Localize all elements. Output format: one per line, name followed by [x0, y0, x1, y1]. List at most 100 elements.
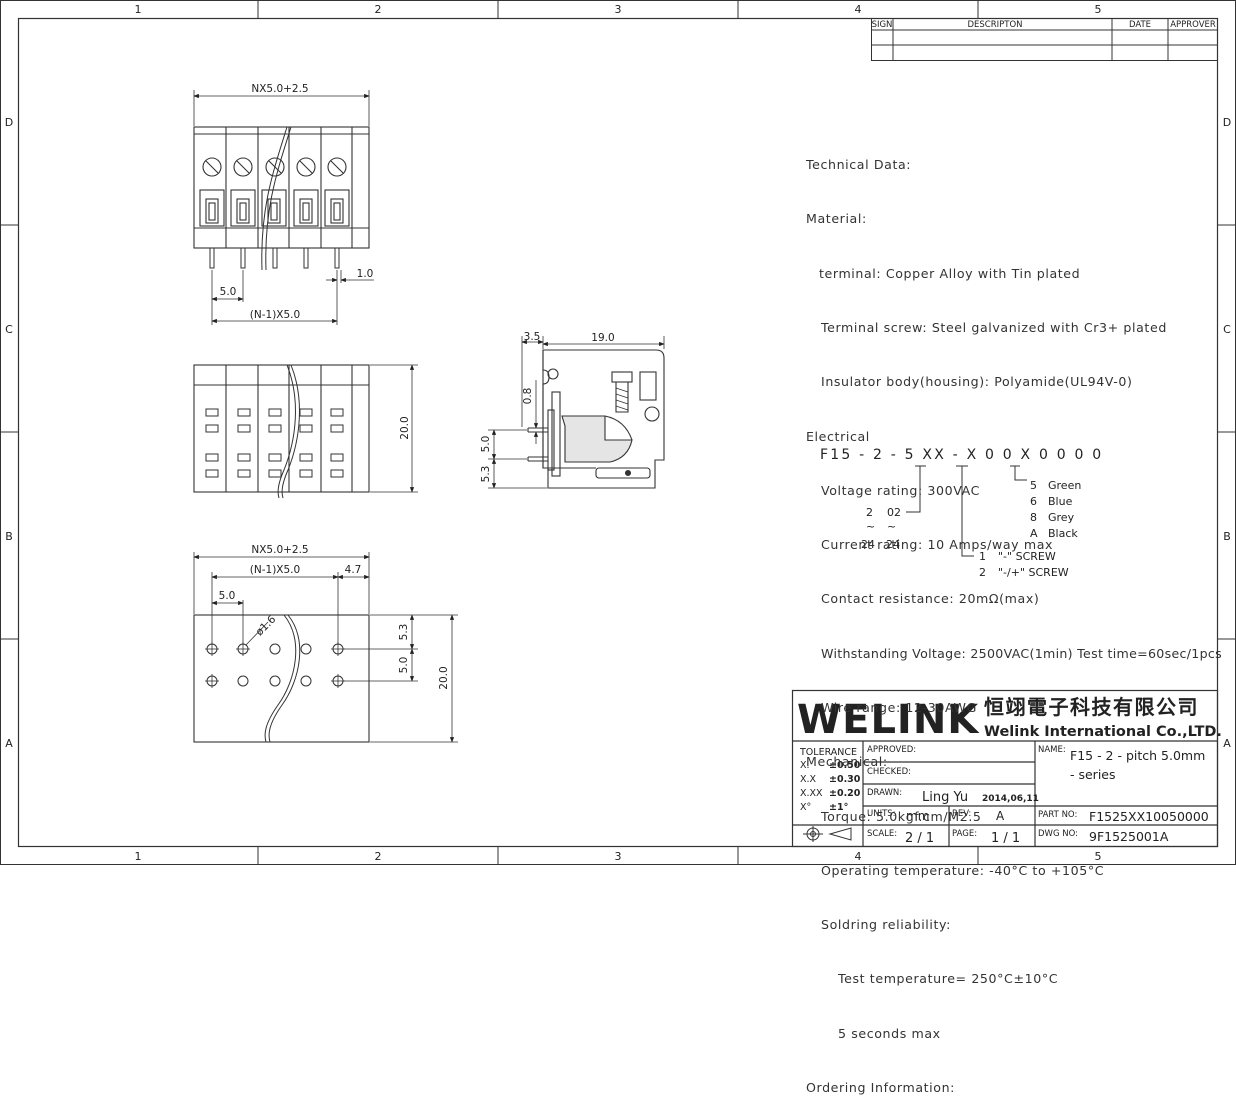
color-4-label: Black [1048, 527, 1078, 540]
dim-profile-offset: 3.5 [524, 331, 541, 343]
zone-row-a-right: A [1223, 737, 1231, 750]
rev-value: A [996, 809, 1005, 823]
checked-label: CHECKED: [867, 767, 911, 777]
drawn-label: DRAWN: [867, 788, 902, 798]
color-4-code: A [1030, 527, 1038, 540]
part-no-label: PART NO: [1038, 810, 1077, 820]
pcb-hole-icon [269, 675, 281, 687]
units-value: mm [906, 809, 929, 823]
ordering-info: F15 - 2 - 5 XX - X 0 0 X 0 0 0 0 2 02 ~ … [820, 447, 1101, 579]
screw-head-icon [265, 157, 285, 177]
projection-symbol-icon [803, 826, 852, 842]
drawn-date: 2014,06,11 [982, 794, 1039, 804]
tech-line: Withstanding Voltage: 2500VAC(1min) Test… [821, 645, 1222, 661]
poles-min-code: 2 [866, 506, 873, 519]
revision-header-sign: SIGN [872, 20, 893, 30]
tolerance-xxx-label: X.XX [800, 788, 823, 799]
tech-line: Electrical [806, 428, 870, 444]
company-logo: WELINK [797, 697, 980, 743]
tech-line: Current rating: 10 Amps/way max [821, 537, 1054, 553]
zone-col-2-top: 2 [375, 3, 382, 16]
tolerance-label: TOLERANCE [799, 747, 857, 758]
dim-pcb-edge: 4.7 [345, 564, 362, 576]
tech-line: Soldring reliability: [821, 917, 952, 933]
tech-line: Technical Data: [806, 157, 912, 173]
front-view [193, 126, 370, 271]
tech-line: Terminal screw: Steel galvanized with Cr… [821, 320, 1167, 336]
zone-col-5-bottom: 5 [1095, 850, 1102, 863]
revision-block: SIGN DESCRIPTON DATE APPROVER [871, 18, 1218, 61]
page-value: 1 / 1 [991, 831, 1020, 846]
zone-col-2-bottom: 2 [375, 850, 382, 863]
tolerance-x-value: ±0.50 [829, 760, 861, 771]
units-label: UNITS: [867, 809, 896, 819]
zone-row-b-right: B [1223, 530, 1231, 543]
name-label: NAME: [1038, 745, 1066, 755]
pcb-layout-view [193, 614, 370, 743]
poles-tilde-2: ~ [887, 520, 896, 533]
side-view [193, 364, 370, 499]
dim-side-height: 20.0 [399, 416, 411, 439]
revision-header-approver: APPROVER [1170, 20, 1216, 30]
tolerance-xx-label: X.X [800, 774, 817, 785]
pcb-hole-icon [300, 643, 312, 655]
dim-profile-depth: 19.0 [591, 332, 614, 344]
screw-head-icon [202, 157, 222, 177]
tech-line: Material: [806, 211, 867, 227]
profile-view [527, 349, 665, 489]
screw-option-1-code: 1 [979, 550, 986, 563]
dim-pin-span: (N-1)X5.0 [250, 309, 300, 321]
color-3-code: 8 [1030, 511, 1037, 524]
title-block: WELINK 恒翊電子科技有限公司 Welink International C… [791, 689, 1222, 848]
screw-head-icon [327, 157, 347, 177]
dwg-no-label: DWG NO: [1038, 829, 1078, 839]
color-2-label: Blue [1048, 495, 1073, 508]
dim-pcb-row-pitch: 5.0 [398, 657, 410, 674]
dim-pcb-span: (N-1)X5.0 [250, 564, 300, 576]
dim-pcb-width: NX5.0+2.5 [251, 544, 308, 556]
scale-value: 2 / 1 [905, 831, 934, 846]
tech-line: Insulator body(housing): Polyamide(UL94V… [821, 374, 1133, 390]
screw-head-icon [296, 157, 316, 177]
zone-col-3-top: 3 [615, 3, 622, 16]
zone-row-d-left: D [5, 116, 13, 129]
pcb-layout-dimensions [193, 552, 458, 743]
zone-col-4-bottom: 4 [855, 850, 862, 863]
company-name-cn: 恒翊電子科技有限公司 [984, 695, 1199, 719]
revision-header-description: DESCRIPTON [967, 20, 1022, 30]
dim-top-width: NX5.0+2.5 [251, 83, 308, 95]
zone-col-1-bottom: 1 [135, 850, 142, 863]
drawing-number: 9F1525001A [1089, 829, 1169, 844]
company-name-en: Welink International Co.,LTD. [984, 724, 1222, 740]
zone-labels: 1 2 3 4 5 1 2 3 4 5 D C B A D C B A [5, 3, 1231, 863]
product-name-line2: - series [1070, 767, 1116, 782]
zone-col-4-top: 4 [855, 3, 862, 16]
pcb-hole-icon [300, 675, 312, 687]
color-2-code: 6 [1030, 495, 1037, 508]
color-1-label: Green [1048, 479, 1081, 492]
dim-profile-bottom: 5.3 [480, 466, 492, 483]
color-3-label: Grey [1048, 511, 1075, 524]
tech-line: Wire range: 12-30AWG [821, 700, 977, 715]
dim-pcb-height: 20.0 [438, 666, 450, 689]
tech-line: Mechanical: [806, 754, 888, 770]
poles-tilde-1: ~ [866, 520, 875, 533]
dim-profile-gap: 0.8 [522, 388, 534, 405]
poles-max-value: 24 [886, 538, 900, 551]
tech-line: Torque: 5.0kgf.cm/M2.5 [821, 808, 982, 824]
zone-row-a-left: A [5, 737, 13, 750]
color-1-code: 5 [1030, 479, 1037, 492]
zone-row-d-right: D [1223, 116, 1231, 129]
dim-pin-pitch: 5.0 [220, 286, 237, 298]
poles-min-value: 02 [887, 506, 901, 519]
screw-option-2-code: 2 [979, 566, 986, 579]
tech-line: Voltage rating: 300VAC [821, 482, 981, 498]
tolerance-xx-value: ±0.30 [829, 774, 861, 785]
drawn-by: Ling Yu [922, 790, 968, 805]
tolerance-angle-value: ±1° [829, 802, 848, 813]
drawing-sheet: 1 2 3 4 5 1 2 3 4 5 D C B A D C B A SIGN… [0, 0, 1236, 865]
profile-view-dimensions [488, 336, 665, 489]
technical-data-block: Technical Data: Material: terminal: Copp… [806, 120, 1222, 1115]
dim-profile-pitch: 5.0 [480, 436, 492, 453]
tech-line: Contact resistance: 20mΩ(max) [821, 591, 1040, 607]
